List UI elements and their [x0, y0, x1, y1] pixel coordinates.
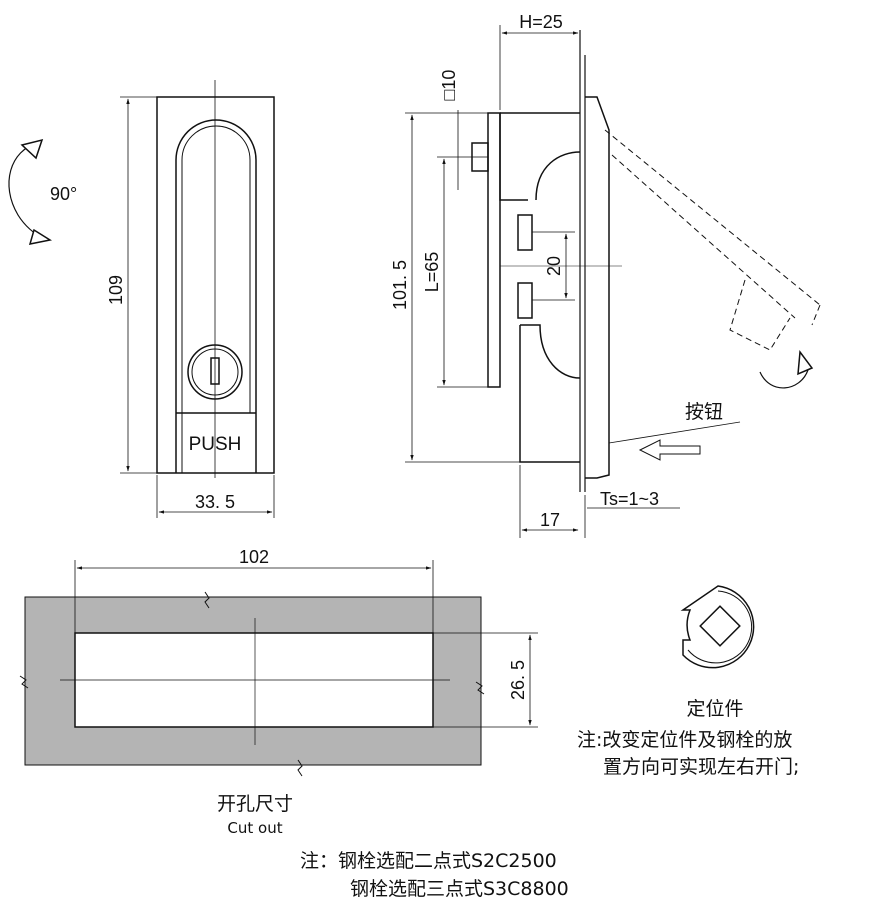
side-view [405, 25, 821, 538]
screw-lower [517, 282, 533, 319]
ts-dim-label: Ts=1~3 [600, 489, 659, 509]
cutout-title-cn: 开孔尺寸 [217, 793, 293, 815]
body-curve-upper [535, 151, 581, 201]
open-handle-dashed [604, 129, 821, 351]
rotation-arrow-head-bottom [28, 228, 52, 245]
front-view [8, 80, 275, 518]
front-height-dim-label: 109 [106, 275, 126, 305]
button-label: 按钮 [685, 401, 723, 423]
push-direction-arrow [638, 439, 701, 461]
key-slot [210, 357, 220, 385]
cutout-view [19, 560, 538, 777]
l-dim-label: L=65 [422, 252, 442, 293]
square-dim-label: □10 [439, 70, 459, 101]
locator-note-line2: 置方向可实现左右开门; [603, 756, 800, 778]
body-lower [519, 325, 580, 463]
footer-note-line2: 钢栓选配三点式S3C8800 [350, 878, 569, 900]
locator-part [680, 585, 755, 669]
front-plate-outline [156, 96, 275, 474]
locking-bar [487, 112, 501, 388]
lock-cylinder-inner [191, 348, 239, 396]
push-label: PUSH [189, 434, 242, 455]
side-rotation-arrow-head [797, 349, 814, 376]
cutout-height-label: 26. 5 [508, 660, 528, 700]
front-flange [585, 96, 610, 479]
rotation-arrow [8, 142, 47, 241]
cutout-width-label: 102 [239, 547, 269, 567]
rotation-angle-label: 90° [50, 184, 77, 204]
button-leader [608, 421, 741, 444]
h-dim-label: H=25 [519, 12, 563, 32]
spacing-dim-label: 20 [544, 256, 564, 276]
overall-dim-label: 101. 5 [390, 260, 410, 310]
locator-note-line1: 注:改变定位件及钢栓的放 [577, 729, 793, 751]
locator-square-hole [699, 605, 741, 647]
front-width-dim-label: 33. 5 [195, 492, 235, 512]
locator-title: 定位件 [686, 698, 743, 720]
handle-inner-outline [181, 125, 251, 473]
locator-inner-outline [687, 590, 753, 664]
body-curve-lower [520, 324, 581, 379]
screw-upper [517, 214, 533, 251]
body-upper [499, 112, 580, 201]
rotation-arrow-head-top [20, 138, 44, 160]
cutout-title-en: Cut out [227, 819, 282, 837]
handle-outline [175, 119, 257, 473]
side-rotation-arrow [759, 369, 809, 389]
footer-note-line1: 注：钢栓选配二点式S2C2500 [300, 850, 557, 872]
lock-cylinder [187, 344, 243, 400]
depth-dim-label: 17 [540, 510, 560, 530]
locator-outline [680, 585, 755, 669]
